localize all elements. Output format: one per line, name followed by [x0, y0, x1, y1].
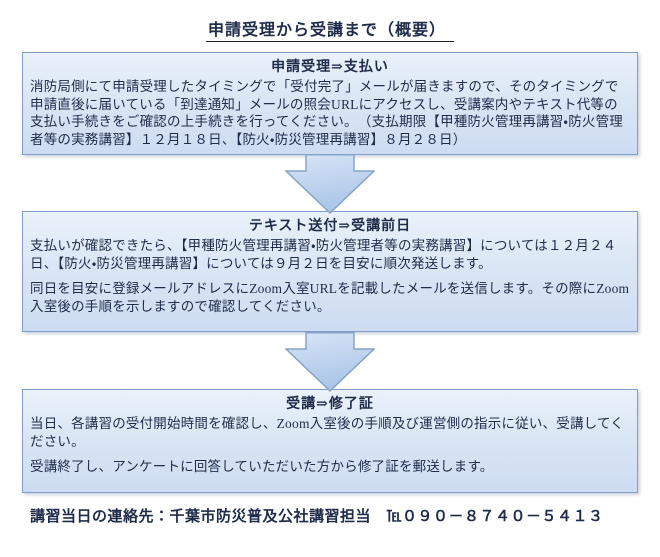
step-2-paragraph-2: 同日を目安に登録メールアドレスにZoom入室URLを記載したメールを送信します。… — [30, 281, 630, 314]
step-2-header: テキスト送付⇒受講前日 — [248, 219, 412, 234]
page-title-text: 申請受理から受講まで（概要） — [205, 22, 454, 42]
down-arrow-icon — [285, 154, 375, 214]
step-2-paragraph-1: 支払いが確認できたら、【甲種防火管理再講習・防火管理者等の実務講習】については１… — [30, 238, 617, 271]
step-box-attendance-certificate: 受講⇒修了証 当日、各講習の受付開始時間を確認し、Zoom入室後の手順及び運営側… — [22, 389, 638, 493]
step-3-paragraph-1: 当日、各講習の受付開始時間を確認し、Zoom入室後の手順及び運営側の指示に従い、… — [30, 416, 624, 449]
step-box-application-payment: 申請受理⇒支払い 消防局側にて申請受理したタイミングで「受付完了」メールが届きま… — [22, 52, 638, 155]
step-3-header: 受講⇒修了証 — [286, 397, 374, 412]
step-2-body: 支払いが確認できたら、【甲種防火管理再講習・防火管理者等の実務講習】については１… — [23, 235, 637, 315]
down-arrow-icon — [285, 332, 375, 392]
contact-footer: 講習当日の連絡先：千葉市防災普及公社講習担当 ℡０９０－８７４０－５４１３ — [30, 509, 604, 525]
step-1-paragraph: 消防局側にて申請受理したタイミングで「受付完了」メールが届きますので、そのタイミ… — [30, 79, 624, 147]
step-3-body: 当日、各講習の受付開始時間を確認し、Zoom入室後の手順及び運営側の指示に従い、… — [23, 413, 637, 476]
step-1-body: 消防局側にて申請受理したタイミングで「受付完了」メールが届きますので、そのタイミ… — [23, 76, 637, 148]
step-1-header: 申請受理⇒支払い — [271, 60, 389, 75]
page-title: 申請受理から受講まで（概要） — [0, 16, 660, 42]
step-3-paragraph-2: 受講終了し、アンケートに回答していただいた方から修了証を郵送します。 — [30, 459, 494, 474]
step-box-text-shipping: テキスト送付⇒受講前日 支払いが確認できたら、【甲種防火管理再講習・防火管理者等… — [22, 211, 638, 332]
